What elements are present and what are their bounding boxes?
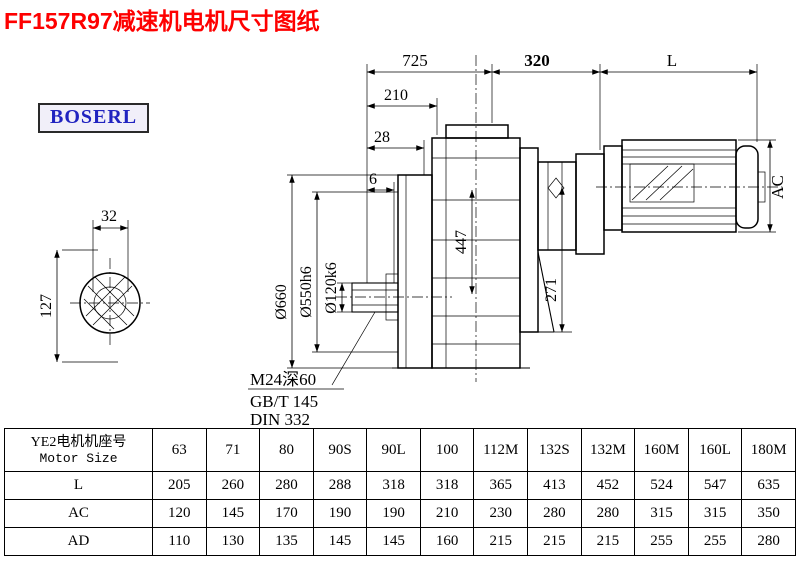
dim-dia550: Ø550h6 <box>298 266 315 318</box>
motor-size-header-cell: YE2电机机座号 Motor Size <box>4 428 153 472</box>
motor-frame-size-cell: 112M <box>473 428 529 472</box>
motor-frame-size-cell: 71 <box>205 428 261 472</box>
motor-frame-size-cell: 180M <box>741 428 796 472</box>
dim-value-cell: 413 <box>527 471 582 500</box>
dim-value-cell: 145 <box>205 499 261 528</box>
motor-frame-size-cell: 80 <box>259 428 314 472</box>
dim-value-cell: 280 <box>580 499 636 528</box>
dim-value-cell: 215 <box>527 527 582 556</box>
motor-body <box>621 139 737 233</box>
dim-210: 210 <box>384 87 408 104</box>
dim-value-cell: 110 <box>152 527 207 556</box>
rear-boss <box>757 171 766 203</box>
shaft-tap-notes: M24深60 GB/T 145 DIN 332 <box>248 311 376 429</box>
dim-value-cell: 280 <box>259 471 314 500</box>
motor-size-label-cn: YE2电机机座号 <box>30 434 127 450</box>
dim-value-cell: 215 <box>580 527 636 556</box>
note-gbt: GB/T 145 <box>250 392 318 411</box>
dim-28: 28 <box>374 129 390 146</box>
dim-6: 6 <box>369 171 377 188</box>
motor-flange <box>603 145 623 231</box>
dim-dia660: Ø660 <box>273 284 290 320</box>
brand-logo: BOSERL <box>38 103 150 133</box>
dim-value-cell: 170 <box>259 499 314 528</box>
motor-terminal-box <box>629 163 695 203</box>
dim-L: L <box>667 51 677 70</box>
dim-row-label: L <box>4 471 153 500</box>
motor <box>603 139 766 233</box>
dim-value-cell: 365 <box>473 471 529 500</box>
dim-value-cell: 230 <box>473 499 529 528</box>
technical-drawing: 32 127 <box>38 51 787 429</box>
housing-ribs <box>432 138 520 368</box>
dim-value-cell: 318 <box>419 471 475 500</box>
dim-725: 725 <box>402 51 428 70</box>
dim-row-label: AC <box>4 499 153 528</box>
shaft-section-view: 32 127 <box>38 208 150 363</box>
dim-value-cell: 260 <box>205 471 261 500</box>
dim-value-cell: 255 <box>634 527 689 556</box>
terminal-box-hatch <box>631 165 694 201</box>
dim-row-label: AD <box>4 527 153 556</box>
housing-cap <box>445 124 509 139</box>
output-shaft <box>351 282 399 313</box>
motor-frame-size-cell: 160L <box>687 428 743 472</box>
dim-127: 127 <box>38 294 55 318</box>
dim-value-cell: 130 <box>205 527 261 556</box>
dim-value-cell: 135 <box>259 527 314 556</box>
note-tap: M24深60 <box>250 370 316 389</box>
dim-value-cell: 524 <box>634 471 689 500</box>
dim-value-cell: 145 <box>366 527 421 556</box>
dim-AC: AC <box>768 175 787 199</box>
brand-diamond-icon <box>547 177 565 199</box>
dim-value-cell: 288 <box>312 471 368 500</box>
dim-value-cell: 215 <box>473 527 529 556</box>
dim-value-cell: 318 <box>366 471 421 500</box>
dim-271: 271 <box>543 278 560 302</box>
dim-value-cell: 205 <box>152 471 207 500</box>
dim-value-cell: 315 <box>687 499 743 528</box>
dim-value-cell: 190 <box>366 499 421 528</box>
dim-value-cell: 547 <box>687 471 743 500</box>
dim-value-cell: 160 <box>419 527 475 556</box>
dim-value-cell: 210 <box>419 499 475 528</box>
dim-value-cell: 190 <box>312 499 368 528</box>
section-hatch <box>83 276 135 330</box>
dim-value-cell: 120 <box>152 499 207 528</box>
motor-frame-size-cell: 90L <box>366 428 421 472</box>
dim-value-cell: 315 <box>634 499 689 528</box>
dim-value-cell: 635 <box>741 471 796 500</box>
dim-value-cell: 452 <box>580 471 636 500</box>
motor-size-label-en: Motor Size <box>39 450 118 466</box>
dim-dia120: Ø120k6 <box>323 262 340 314</box>
mounting-flange <box>397 174 433 369</box>
dimension-lines: 725 320 L 210 28 6 Ø660 Ø550h6 Ø120k6 44… <box>273 51 787 369</box>
page-title: FF157R97减速机电机尺寸图纸 <box>4 8 320 34</box>
motor-frame-size-cell: 132S <box>527 428 582 472</box>
dim-value-cell: 280 <box>527 499 582 528</box>
motor-frame-size-cell: 100 <box>419 428 475 472</box>
dim-value-cell: 255 <box>687 527 743 556</box>
dim-value-cell: 145 <box>312 527 368 556</box>
motor-frame-size-cell: 160M <box>634 428 689 472</box>
dim-32: 32 <box>101 208 117 225</box>
motor-frame-size-cell: 90S <box>312 428 368 472</box>
motor-frame-size-cell: 132M <box>580 428 636 472</box>
motor-frame-size-cell: 63 <box>152 428 207 472</box>
gear-unit-view <box>336 55 782 382</box>
dim-447: 447 <box>453 230 470 254</box>
note-din: DIN 332 <box>250 410 310 429</box>
dim-320: 320 <box>524 51 550 70</box>
dim-value-cell: 280 <box>741 527 796 556</box>
dim-value-cell: 350 <box>741 499 796 528</box>
